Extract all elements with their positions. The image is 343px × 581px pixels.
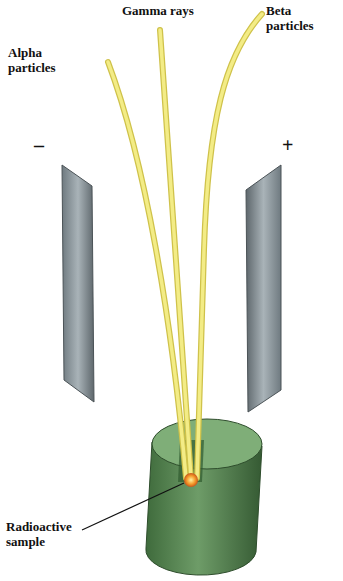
radioactive-source (184, 473, 198, 487)
source-label: Radioactive sample (6, 520, 90, 550)
leader-line (82, 483, 184, 530)
polarity-sign: – (34, 134, 54, 157)
lead-container (146, 419, 262, 575)
radiation-beams (108, 14, 262, 478)
beam-label: Alpha particles (8, 46, 78, 76)
positive-plate (246, 165, 281, 412)
beam-label: Gamma rays (122, 4, 212, 19)
polarity-sign: + (282, 134, 302, 157)
beam-label: Beta particles (266, 4, 336, 34)
negative-plate (62, 165, 94, 402)
